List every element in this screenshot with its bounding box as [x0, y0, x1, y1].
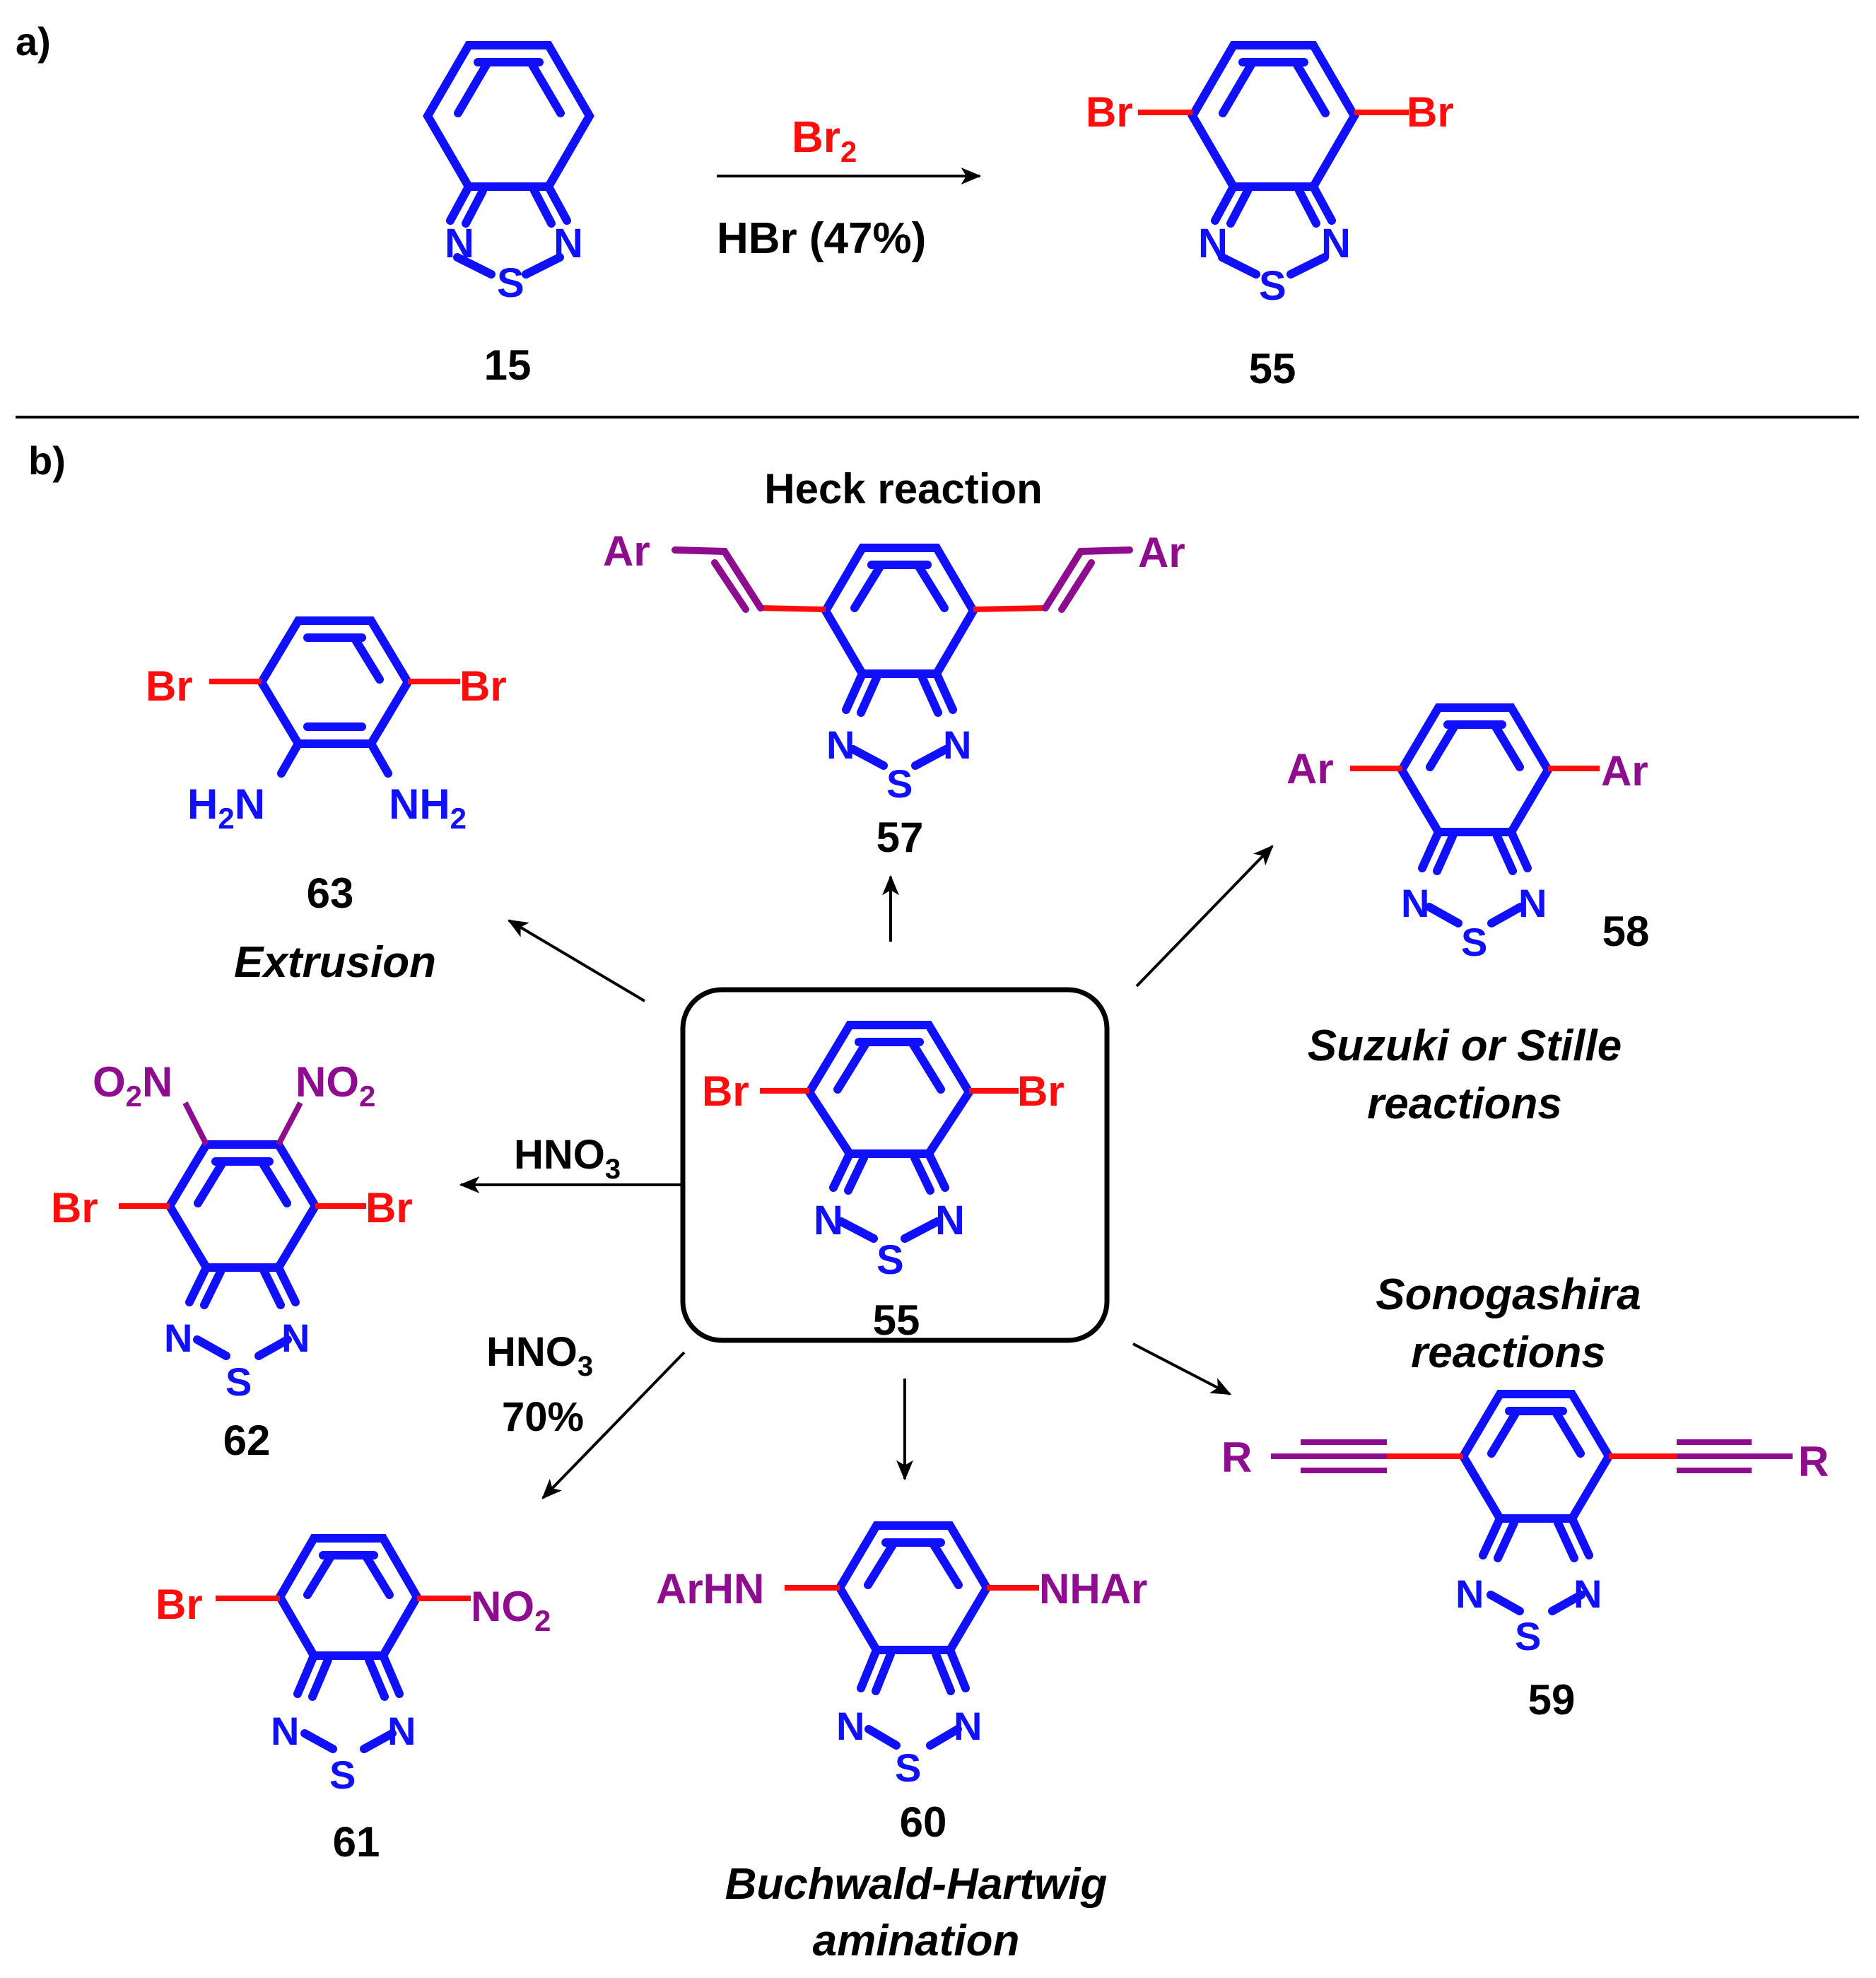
atom-n-right: N: [1573, 1572, 1602, 1616]
atom-s: S: [497, 260, 524, 306]
atom-n-left: N: [1198, 221, 1228, 267]
substituent-r-right: R: [1798, 1438, 1829, 1485]
compound-number-55: 55: [1249, 345, 1296, 392]
compound-57: [821, 544, 978, 770]
compound-55-product: [1188, 41, 1359, 279]
substituent-br-right: Br: [365, 1184, 413, 1231]
compound-number-55-center: 55: [873, 1297, 920, 1344]
atom-n-left: N: [1401, 881, 1429, 925]
atom-n-left: N: [445, 221, 474, 267]
compound-number-63: 63: [307, 870, 354, 917]
atom-n-right: N: [935, 1198, 965, 1243]
substituent-br-right: Br: [1407, 88, 1454, 136]
reagent-70-percent: 70%: [502, 1394, 584, 1440]
atom-n-left: N: [164, 1316, 192, 1360]
arrow-to-61: [541, 1351, 686, 1499]
atom-n-right: N: [943, 722, 971, 767]
caption-suzuki-line2: reactions: [1367, 1079, 1562, 1128]
substituent-no2: NO2: [295, 1058, 375, 1113]
substituent-arhn: ArHN: [656, 1565, 764, 1613]
atom-n-left: N: [814, 1198, 843, 1243]
atom-n-right: N: [281, 1316, 310, 1360]
substituent-br-left: Br: [51, 1184, 98, 1231]
reagent-br2: Br2: [792, 113, 857, 168]
compound-number-59: 59: [1528, 1676, 1576, 1724]
atom-n-right: N: [1321, 221, 1351, 267]
compound-number-58: 58: [1602, 908, 1650, 955]
center-compound-box: [680, 987, 1110, 1343]
atom-n-right: N: [1518, 881, 1547, 925]
substituent-br-right: Br: [1017, 1067, 1065, 1115]
caption-buchwald-line2: amination: [813, 1916, 1020, 1965]
substituent-ar-right: Ar: [1601, 747, 1648, 795]
substituent-br-left: Br: [1086, 88, 1133, 136]
caption-sonogashira-line1: Sonogashira: [1376, 1270, 1641, 1319]
compound-number-62: 62: [223, 1417, 271, 1464]
substituent-br-left: Br: [156, 1581, 203, 1628]
substituent-no2: NO2: [471, 1583, 551, 1637]
atom-s: S: [895, 1745, 921, 1790]
panel-a-label: a): [16, 19, 51, 64]
caption-heck: Heck reaction: [764, 465, 1043, 513]
compound-60: [835, 1521, 992, 1750]
compound-61: [275, 1534, 422, 1753]
substituent-nh2-right: NH2: [389, 780, 467, 835]
reaction-arrows: [459, 845, 1274, 1499]
compound-63: [257, 616, 413, 778]
reagent-hno3-70: HNO3: [486, 1329, 593, 1382]
compound-number-57: 57: [877, 814, 924, 861]
arrow-to-59: [1132, 1342, 1232, 1395]
atom-n-right: N: [553, 221, 583, 267]
substituent-nhar: NHAr: [1039, 1565, 1147, 1613]
caption-sonogashira-line2: reactions: [1411, 1328, 1606, 1377]
caption-suzuki-line1: Suzuki or Stille: [1308, 1022, 1622, 1070]
compound-15: [423, 41, 594, 279]
atom-n-left: N: [271, 1709, 299, 1753]
substituent-r-left: R: [1221, 1434, 1252, 1481]
substituent-ar-left: Ar: [603, 527, 650, 575]
substituent-nh2-left: H2N: [187, 780, 265, 835]
atom-s: S: [1515, 1614, 1541, 1658]
caption-buchwald-line1: Buchwald-Hartwig: [725, 1860, 1108, 1909]
atom-s: S: [886, 761, 913, 806]
atom-s: S: [329, 1752, 356, 1797]
substituent-ar-left: Ar: [1286, 745, 1334, 792]
arrow-to-58: [1135, 845, 1274, 988]
reagent-hbr: HBr (47%): [717, 214, 926, 263]
compound-59: [1458, 1390, 1614, 1615]
atom-s: S: [1461, 920, 1487, 964]
compound-number-61: 61: [333, 1818, 380, 1866]
atom-n-right: N: [387, 1709, 416, 1753]
atom-n-left: N: [826, 722, 855, 767]
substituent-br-left: Br: [702, 1067, 749, 1115]
panel-b-label: b): [28, 438, 66, 483]
compound-number-60: 60: [900, 1798, 947, 1846]
caption-extrusion: Extrusion: [234, 938, 436, 987]
arrow-to-63: [507, 919, 646, 1002]
substituent-ar-right: Ar: [1138, 529, 1185, 576]
compound-number-15: 15: [484, 341, 532, 389]
substituent-o2n: O2N: [93, 1058, 172, 1113]
atom-s: S: [1259, 263, 1286, 309]
atom-n-right: N: [954, 1704, 982, 1748]
atom-s: S: [225, 1359, 252, 1404]
atom-n-left: N: [1455, 1572, 1484, 1616]
atom-s: S: [877, 1237, 904, 1283]
substituent-br-left: Br: [146, 662, 193, 710]
atom-n-left: N: [836, 1704, 864, 1748]
substituent-br-right: Br: [459, 662, 507, 710]
reagent-hno3: HNO3: [514, 1132, 621, 1185]
